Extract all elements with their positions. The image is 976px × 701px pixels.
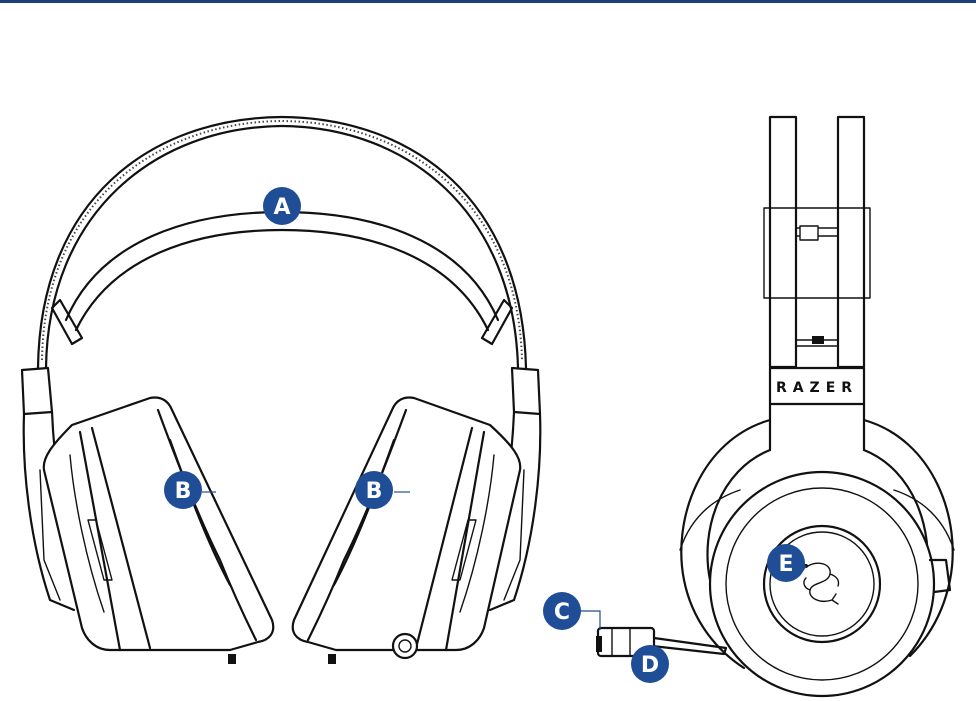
callout-label-b-right: B bbox=[366, 479, 383, 504]
callout-label-c: C bbox=[554, 600, 570, 625]
right-earcup bbox=[293, 398, 520, 665]
side-yoke bbox=[770, 404, 864, 450]
brand-plate: RAZER bbox=[770, 368, 864, 404]
brand-logo-text: RAZER bbox=[776, 380, 858, 396]
left-earcup bbox=[44, 398, 273, 665]
side-headband-rails bbox=[764, 117, 870, 367]
callout-label-d: D bbox=[641, 653, 659, 678]
side-view-headset: RAZER bbox=[596, 117, 954, 696]
callout-e: E bbox=[767, 544, 805, 582]
callout-d: D bbox=[631, 645, 669, 683]
callout-b-right: B bbox=[355, 471, 393, 509]
callout-label-b-left: B bbox=[175, 479, 192, 504]
callout-b-left: B bbox=[164, 471, 202, 509]
callout-label-e: E bbox=[778, 552, 793, 577]
inner-headband bbox=[52, 212, 512, 344]
callout-a: A bbox=[263, 187, 301, 225]
leader-line-c bbox=[580, 611, 600, 630]
callout-c: C bbox=[543, 592, 581, 630]
callout-label-a: A bbox=[273, 195, 290, 220]
outer-headband bbox=[38, 117, 526, 368]
